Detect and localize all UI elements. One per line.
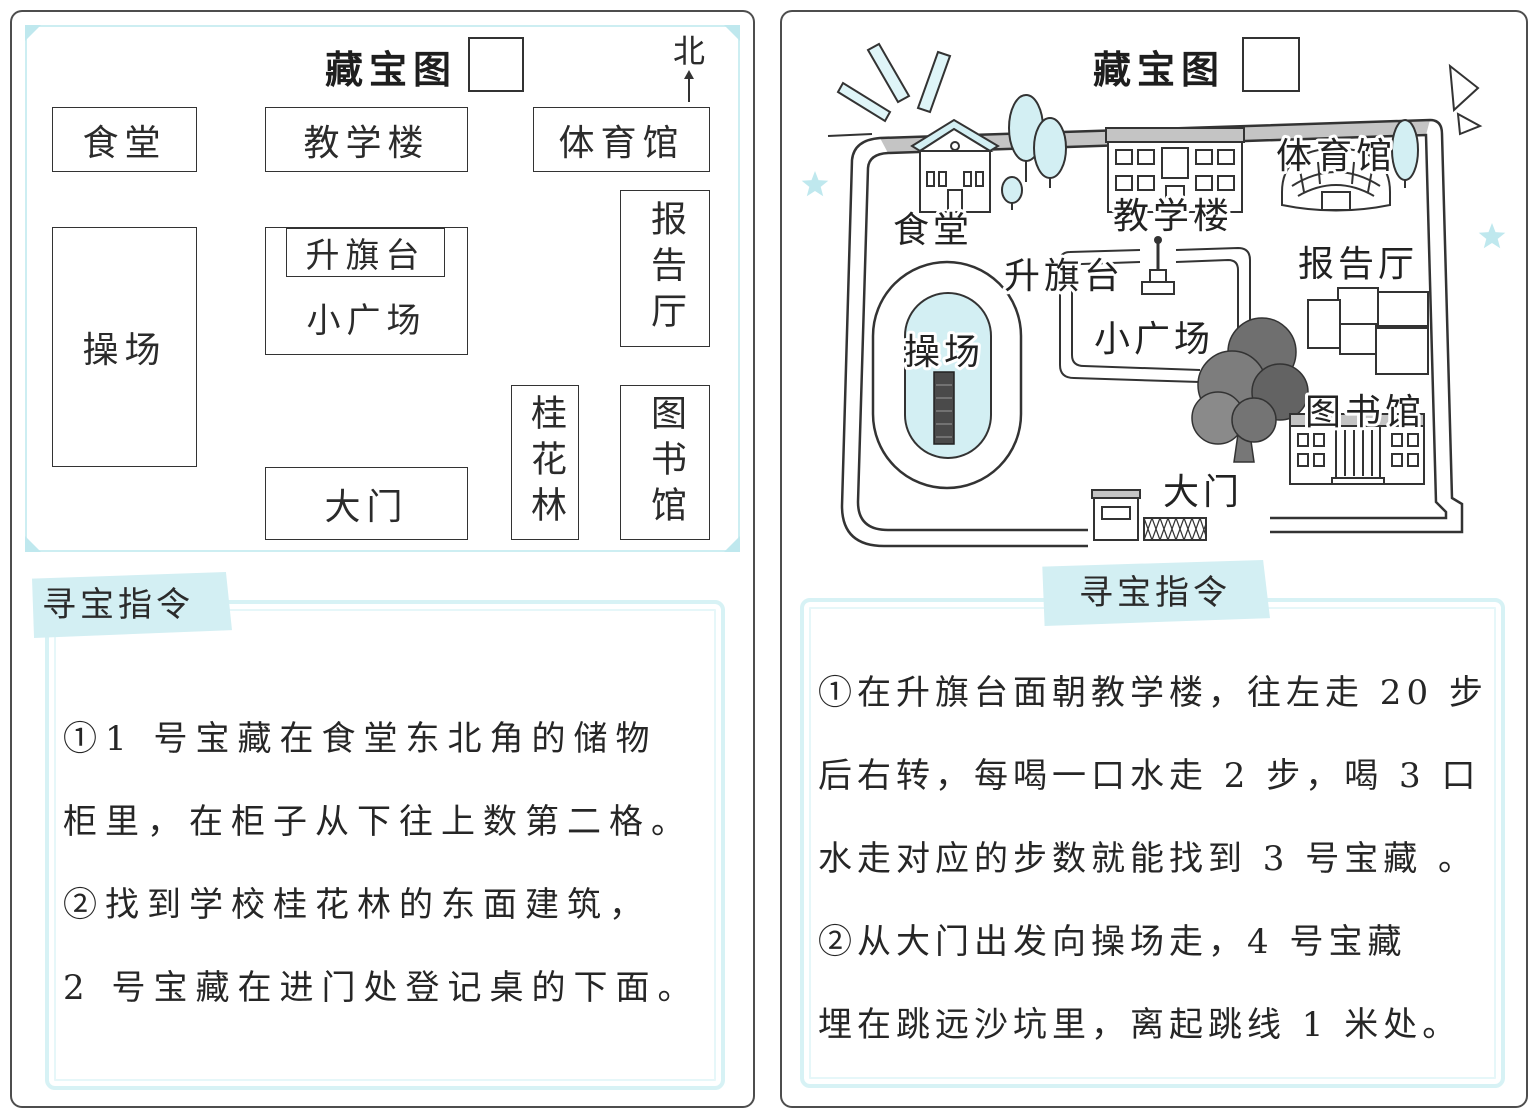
block-label: 食堂 (82, 122, 167, 164)
instructions-heading: 寻宝指令 (1042, 560, 1270, 626)
map-label-lecture-hall: 报告厅 (1298, 244, 1418, 285)
block-label: 大门 (324, 486, 409, 528)
answer-box (468, 37, 524, 92)
illustrated-school-map: 食堂 教学楼 体育馆 报告厅 升旗台 小广场 操场 图书馆 大门 (801, 42, 1506, 548)
block-label: 教学楼 (303, 122, 430, 164)
instruction-line: 水走对应的步数就能找到 3 号宝藏 。 (818, 839, 1478, 879)
main-gate-icon (1091, 489, 1207, 541)
big-tree-icon (1191, 317, 1309, 463)
map-block-gym: 体育馆 (533, 107, 710, 172)
block-label: 报告厅 (645, 199, 686, 338)
instruction-line: ②找到学校桂花林的东面建筑， (63, 885, 651, 925)
instruction-line: 柜里，在柜子从下往上数第二格。 (63, 802, 693, 842)
flagpole-icon (1141, 236, 1175, 295)
map-block-main-gate: 大门 (265, 467, 468, 540)
instruction-line: ①在升旗台面朝教学楼，往左走 20 步 (818, 673, 1488, 713)
star-icon (801, 171, 829, 197)
instruction-line: ①1 号宝藏在食堂东北角的储物 (63, 719, 658, 759)
map-block-playground: 操场 (52, 227, 197, 467)
north-label: 北 (672, 32, 705, 70)
north-arrow-icon (684, 70, 694, 102)
block-label: 操场 (82, 330, 167, 371)
map-block-osmanthus-grove: 桂花林 (511, 385, 579, 540)
instruction-line: 埋在跳远沙坑里，离起跳线 1 米处。 (818, 1005, 1462, 1045)
map-label-library: 图书馆 (1305, 392, 1425, 433)
instructions-box: ①在升旗台面朝教学楼，往左走 20 步 后右转，每喝一口水走 2 步，喝 3 口… (800, 598, 1505, 1088)
map-label-flag-platform: 升旗台 (1004, 256, 1124, 297)
map-block-canteen: 食堂 (52, 107, 197, 172)
map-title: 藏宝图 (325, 48, 458, 92)
triangle-decoration (1448, 63, 1483, 136)
frame-corner (25, 536, 41, 552)
instructions-heading: 寻宝指令 (32, 572, 232, 638)
left-treasure-card: 藏宝图 北 食堂 教学楼 体育馆 操场 升旗台 小广场 报告厅 桂花林 图书馆 … (10, 10, 755, 1108)
block-label: 升旗台 (305, 236, 426, 276)
instructions-box: ①1 号宝藏在食堂东北角的储物 柜里，在柜子从下往上数第二格。 ②找到学校桂花林… (45, 600, 725, 1090)
map-block-small-square: 升旗台 小广场 (265, 227, 468, 355)
map-label-gym: 体育馆 (1276, 136, 1396, 177)
gym-building (1281, 146, 1391, 212)
teaching-building (1105, 127, 1245, 213)
map-block-lecture-hall: 报告厅 (620, 190, 710, 347)
instruction-line: 后右转，每喝一口水走 2 步，喝 3 口 (818, 756, 1481, 796)
block-label: 桂花林 (525, 393, 566, 532)
running-track (871, 260, 1023, 490)
instruction-line: ②从大门出发向操场走，4 号宝藏 (818, 922, 1407, 962)
map-label-main-gate: 大门 (1163, 472, 1243, 513)
map-title: 藏宝图 (1093, 48, 1226, 92)
frame-corner (25, 25, 41, 41)
burst-decoration (827, 42, 952, 137)
answer-box (1242, 37, 1300, 92)
map-label-small-square: 小广场 (1094, 319, 1214, 360)
map-label-canteen: 食堂 (893, 210, 973, 251)
tree-icon (1001, 94, 1419, 210)
map-block-teaching-building: 教学楼 (265, 107, 468, 172)
map-label-teaching-building: 教学楼 (1113, 196, 1233, 237)
star-icon (1478, 223, 1506, 249)
map-block-flag-platform: 升旗台 (286, 228, 445, 277)
canteen-building (910, 118, 1000, 213)
block-label: 小广场 (306, 301, 427, 341)
sand-pit (933, 371, 955, 445)
map-frame (25, 25, 740, 552)
lecture-hall-building (1307, 287, 1429, 375)
map-block-library: 图书馆 (620, 385, 710, 540)
instruction-line: 2 号宝藏在进门处登记桌的下面。 (63, 968, 700, 1008)
map-label-playground: 操场 (904, 332, 984, 373)
frame-corner (724, 536, 740, 552)
library-building (1289, 413, 1425, 485)
block-label: 图书馆 (645, 393, 686, 532)
frame-corner (724, 25, 740, 41)
plaza-path (1059, 246, 1251, 383)
right-treasure-card: 藏宝图 (780, 10, 1528, 1108)
block-label: 体育馆 (558, 122, 685, 164)
